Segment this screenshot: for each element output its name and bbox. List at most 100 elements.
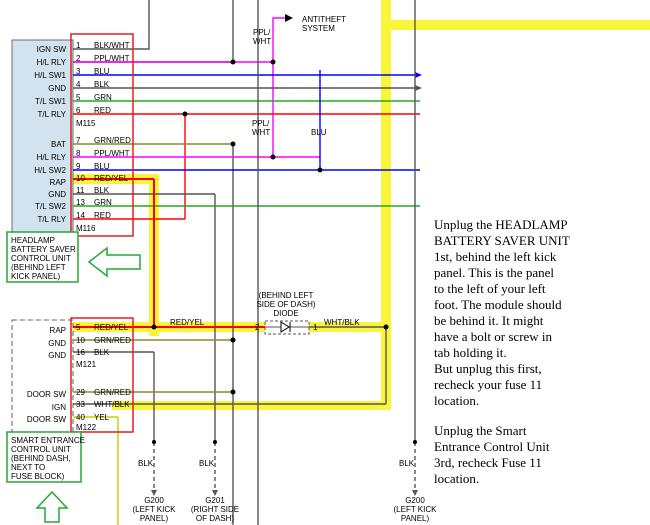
diode-pin-left: 2 [255, 323, 260, 332]
mid-wht-blk: WHT/BLK [324, 318, 360, 327]
hl-box-line-0: HEADLAMP [11, 236, 55, 245]
antitheft-label-1: ANTITHEFT [302, 15, 346, 24]
hl-box-line-2: CONTROL UNIT [11, 254, 71, 263]
note1-line-10: recheck your fuse 11 [434, 377, 542, 392]
hl-side-label-12: T/L RLY [38, 215, 67, 224]
se-box-line-0: SMART ENTRANCE [11, 436, 85, 445]
hl-pin-3: 4 [76, 80, 81, 89]
connector-m115: M115 [76, 119, 96, 128]
hl-box-line-3: (BEHIND LEFT [11, 263, 66, 272]
diode-pin-right: 1 [313, 323, 318, 332]
hl-side-label-7: H/L RLY [37, 153, 67, 162]
mid-blu: BLU [311, 128, 327, 137]
ground-0-loc1: (LEFT KICK [133, 505, 177, 514]
ground-1-loc1: (RIGHT SIDE [191, 505, 239, 514]
se-wire-4: WHT/BLK [94, 400, 130, 409]
hl-wire-1: PPL/WHT [94, 54, 130, 63]
ground-2-loc2: PANEL) [401, 514, 430, 523]
diode-caption-2: DIODE [273, 309, 298, 318]
ground-2-name: G200 [405, 496, 425, 505]
connector-m121: M121 [76, 360, 97, 369]
se-wire-3: GRN/RED [94, 388, 131, 397]
note-smart-entrance: Unplug the Smart Entrance Control Unit 3… [434, 423, 550, 486]
note1-line-0: Unplug the HEADLAMP [434, 217, 568, 232]
ground-2-wire: BLK [399, 459, 415, 468]
se-side-label-3: DOOR SW [27, 390, 67, 399]
ground-1-loc2: OF DASH) [196, 514, 235, 523]
mid-ppl-top: PPL/ [252, 119, 270, 128]
hl-wire-5: RED [94, 106, 111, 115]
headlamp-wire-colors: BLK/WHT PPL/WHT BLU BLK GRN RED GRN/RED … [94, 41, 131, 220]
hl-side-label-4: T/L SW1 [35, 97, 66, 106]
note2-line-3: location. [434, 471, 479, 486]
hl-wire-9: RED/YEL [94, 174, 129, 183]
se-pin-0: 5 [76, 323, 81, 332]
smart-pins: 5 10 16 29 33 40 [76, 323, 85, 422]
top-wires [73, 0, 422, 525]
hl-wire-3: BLK [94, 80, 110, 89]
ground-0-wire: BLK [138, 459, 154, 468]
headlamp-module-body [11, 39, 74, 238]
se-box-line-1: CONTROL UNIT [11, 445, 71, 454]
up-arrow-icon [35, 490, 69, 523]
note-headlamp: Unplug the HEADLAMP BATTERY SAVER UNIT 1… [434, 217, 570, 408]
note1-line-2: 1st, behind the left kick [434, 249, 557, 264]
diode-caption-0: (BEHIND LEFT [259, 291, 314, 300]
left-arrow-icon [87, 246, 141, 278]
hl-wire-6: GRN/RED [94, 136, 131, 145]
ground-g201: BLK G201 (RIGHT SIDE OF DASH) [191, 440, 239, 523]
callout-boxes [70, 33, 134, 433]
note1-line-1: BATTERY SAVER UNIT [434, 233, 570, 248]
se-side-label-1: GND [48, 339, 66, 348]
ground-2-loc1: (LEFT KICK [394, 505, 438, 514]
mid-ppl-bottom: WHT [252, 128, 270, 137]
headlamp-side-labels: IGN SW H/L RLY H/L SW1 GND T/L SW1 T/L R… [34, 45, 66, 224]
connector-m122: M122 [76, 423, 97, 432]
se-wire-1: GRN/RED [94, 336, 131, 345]
mid-red-yel: RED/YEL [170, 318, 205, 327]
hl-pin-12: 14 [76, 211, 85, 220]
se-side-label-0: RAP [50, 326, 66, 335]
se-box-line-2: (BEHIND DASH, [11, 454, 71, 463]
diode-caption-1: SIDE OF DASH) [256, 300, 315, 309]
connector-m116: M116 [76, 224, 96, 233]
hl-side-label-9: RAP [50, 178, 66, 187]
ground-0-name: G200 [144, 496, 164, 505]
hl-pin-6: 7 [76, 136, 81, 145]
headlamp-module-label: HEADLAMP BATTERY SAVER CONTROL UNIT (BEH… [6, 231, 79, 283]
ground-1-name: G201 [205, 496, 225, 505]
hl-pin-11: 13 [76, 198, 85, 207]
se-pin-4: 33 [76, 400, 85, 409]
note1-line-3: panel. This is the panel [434, 265, 554, 280]
note1-line-9: But unplug this first, [434, 361, 542, 376]
smart-wire-colors: RED/YEL GRN/RED BLK GRN/RED WHT/BLK YEL [94, 323, 131, 422]
ground-0-loc2: PANEL) [140, 514, 169, 523]
se-wire-0: RED/YEL [94, 323, 129, 332]
hl-pin-0: 1 [76, 41, 81, 50]
se-wire-5: YEL [94, 413, 110, 422]
antitheft-label-2: SYSTEM [302, 24, 335, 33]
hl-side-label-1: H/L RLY [37, 58, 67, 67]
hl-side-label-3: GND [48, 84, 66, 93]
hl-side-label-11: T/L SW2 [35, 202, 66, 211]
hl-box-line-1: BATTERY SAVER [11, 245, 76, 254]
hl-wire-12: RED [94, 211, 111, 220]
se-side-label-2: GND [48, 351, 66, 360]
hl-side-label-0: IGN SW [37, 45, 67, 54]
hl-side-label-8: H/L SW2 [34, 166, 66, 175]
ground-g200-right: BLK G200 (LEFT KICK PANEL) [394, 440, 438, 523]
se-pin-3: 29 [76, 388, 85, 397]
smart-side-labels: RAP GND GND DOOR SW IGN DOOR SW [27, 326, 67, 424]
ground-g200-left: BLK G200 (LEFT KICK PANEL) [133, 440, 177, 523]
hl-side-label-10: GND [48, 190, 66, 199]
hl-wire-10: BLK [94, 186, 110, 195]
hl-wire-0: BLK/WHT [94, 41, 130, 50]
se-pin-2: 16 [76, 348, 85, 357]
note1-line-5: foot. The module should [434, 297, 562, 312]
bottom-wires [73, 0, 416, 525]
hl-wire-2: BLU [94, 67, 110, 76]
hl-box-line-4: KICK PANEL) [11, 272, 61, 281]
splice-points [151, 59, 389, 395]
hl-wire-11: GRN [94, 198, 112, 207]
